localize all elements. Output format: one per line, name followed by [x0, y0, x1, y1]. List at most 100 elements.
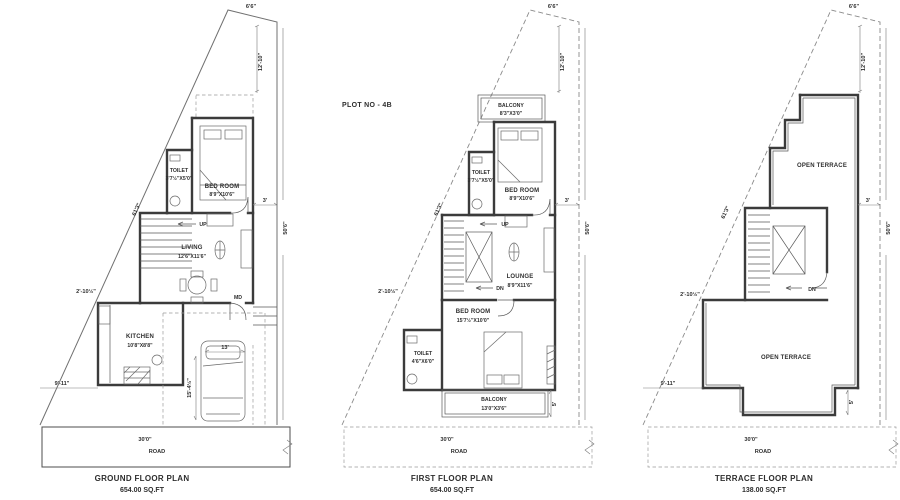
terrace-road	[647, 426, 899, 468]
first-dn-label: DN	[496, 286, 504, 292]
terrace-dn-label: DN	[808, 287, 816, 293]
terrace-road-label: ROAD	[755, 449, 771, 455]
first-bed2-icon	[483, 331, 523, 389]
ground-plan-area: 654.00 SQ.FT	[120, 487, 165, 494]
ground-bedroom-label: BED ROOM	[205, 184, 240, 190]
ground-living-label: LIVING	[181, 245, 202, 251]
ground-toilet-label: TOILET	[170, 168, 189, 174]
terrace-dim-right: 50'6"	[886, 221, 892, 235]
first-dim-top: 6'6"	[548, 4, 559, 10]
first-lounge-size: 8'9"X11'6"	[508, 283, 534, 289]
ground-floor-plan: 6'6" 12'-10" 61'3" 50'6" 3' 2'-10½" 9'-1…	[39, 4, 293, 494]
first-up-label: UP	[501, 222, 509, 228]
first-dim-balcony-depth: 5'	[552, 401, 558, 406]
first-balcony-top-label: BALCONY	[498, 103, 524, 109]
first-lounge-label: LOUNGE	[507, 274, 534, 280]
first-dim-diagonal: 61'3"	[434, 202, 445, 217]
terrace-dim-notch-depth: 5'	[849, 399, 855, 404]
ground-bed-icon	[199, 125, 247, 201]
ground-dim-porch-width: 13'	[221, 345, 229, 351]
first-toilet1-fixtures	[471, 156, 483, 210]
ground-plot-boundary	[39, 9, 278, 426]
first-balcony-bottom-label: BALCONY	[481, 397, 507, 403]
first-fan-icon	[508, 242, 520, 262]
ground-toilet-fixtures	[169, 154, 181, 207]
ground-main-door-label: MD	[234, 295, 242, 301]
terrace-plan-area: 138.00 SQ.FT	[742, 487, 787, 494]
first-plot-boundary	[341, 9, 580, 426]
first-bedroom1-label: BED ROOM	[505, 188, 540, 194]
ground-kitchen-label: KITCHEN	[126, 334, 154, 340]
terrace-stairs	[748, 214, 806, 293]
ground-projection-dashed	[195, 94, 254, 119]
ground-toilet-size: 3'7½"X5'0"	[166, 175, 193, 182]
first-bedroom2-label: BED ROOM	[456, 309, 491, 315]
first-balcony-bottom-size: 13'0"X3'6"	[481, 406, 507, 412]
plot-number-label: PLOT NO - 4B	[342, 102, 392, 109]
terrace-plan-title: TERRACE FLOOR PLAN	[715, 474, 813, 483]
terrace-plot-boundary	[642, 9, 881, 426]
terrace-dim-left: 2'-10½"	[680, 291, 700, 298]
ground-stairs	[140, 218, 196, 269]
first-dim-setback: 3'	[565, 198, 570, 204]
first-dim-top-right: 12'-10"	[560, 53, 566, 72]
terrace-floor-plan: 6'6" 12'-10" 61'3" 50'6" 3' 2'-10½" 9'-1…	[642, 4, 899, 494]
first-sofa-icons	[504, 215, 555, 273]
terrace-open-upper-label: OPEN TERRACE	[797, 163, 847, 169]
ground-living-size: 12'6"X11'6"	[178, 254, 206, 260]
car-icon	[200, 340, 246, 422]
ground-dining-table	[179, 270, 218, 304]
road-break-icon	[888, 439, 899, 455]
first-dim-right: 50'6"	[585, 221, 591, 235]
terrace-dim-bottom-left: 9'-11"	[661, 381, 676, 387]
first-bedroom1-size: 8'9"X10'6"	[509, 196, 535, 202]
ground-fan-icon	[214, 240, 226, 260]
ground-car-porch	[162, 312, 266, 425]
terrace-dim-diagonal: 61'3"	[721, 205, 732, 220]
first-balcony-top-size: 8'3"X3'0"	[500, 111, 523, 117]
first-toilet2-size: 4'6"X6'0"	[412, 359, 435, 365]
first-bedroom2-size: 15'7½"X10'0"	[457, 317, 490, 324]
first-plan-title: FIRST FLOOR PLAN	[411, 474, 493, 483]
ground-dim-right: 50'6"	[283, 221, 289, 235]
first-bed1-icon	[497, 127, 543, 183]
first-dim-left: 2'-10½"	[378, 288, 398, 295]
ground-dim-bottom-left: 9'-11"	[55, 381, 70, 387]
ground-dim-setback: 3'	[263, 198, 268, 204]
terrace-road-width: 30'0"	[744, 437, 758, 443]
first-balcony-bottom	[441, 389, 549, 418]
first-floor-plan: PLOT NO - 4B 6'6" 12'-10" 61'3" 50'6" 3'…	[341, 4, 595, 494]
ground-dim-porch-depth: 15'-4½"	[186, 378, 193, 398]
ground-road	[41, 426, 293, 468]
ground-sofa-icons	[206, 213, 253, 269]
ground-kitchen-size: 10'8"X8'8"	[127, 343, 153, 349]
road-break-icon	[282, 439, 293, 455]
terrace-walls	[701, 93, 860, 417]
first-toilet1-label: TOILET	[472, 170, 491, 176]
road-break-icon	[584, 439, 595, 455]
first-toilet2-label: TOILET	[414, 351, 433, 357]
first-road-label: ROAD	[451, 449, 467, 455]
first-toilet1-size: 3'7½"X5'0"	[468, 177, 495, 184]
ground-road-label: ROAD	[149, 449, 165, 455]
ground-up-label: UP	[199, 222, 207, 228]
ground-kitchen-fixtures	[98, 305, 163, 385]
terrace-dim-top-right: 12'-10"	[861, 53, 867, 72]
ground-plan-title: GROUND FLOOR PLAN	[95, 474, 190, 483]
ground-dim-diagonal: 61'3"	[132, 202, 143, 217]
ground-dim-line-setback	[252, 202, 278, 206]
first-stairs	[444, 220, 497, 292]
first-toilet2-fixtures	[406, 335, 418, 385]
ground-dim-left: 2'-10½"	[76, 288, 96, 295]
terrace-dim-top: 6'6"	[849, 4, 860, 10]
first-road	[343, 426, 595, 468]
first-road-width: 30'0"	[440, 437, 454, 443]
terrace-open-lower-label: OPEN TERRACE	[761, 355, 811, 361]
ground-road-width: 30'0"	[138, 437, 152, 443]
ground-walls	[96, 116, 255, 387]
terrace-dim-setback: 3'	[866, 198, 871, 204]
ground-bedroom-size: 8'9"X10'6"	[209, 192, 235, 198]
ground-dim-top-right: 12'-10"	[258, 53, 264, 72]
